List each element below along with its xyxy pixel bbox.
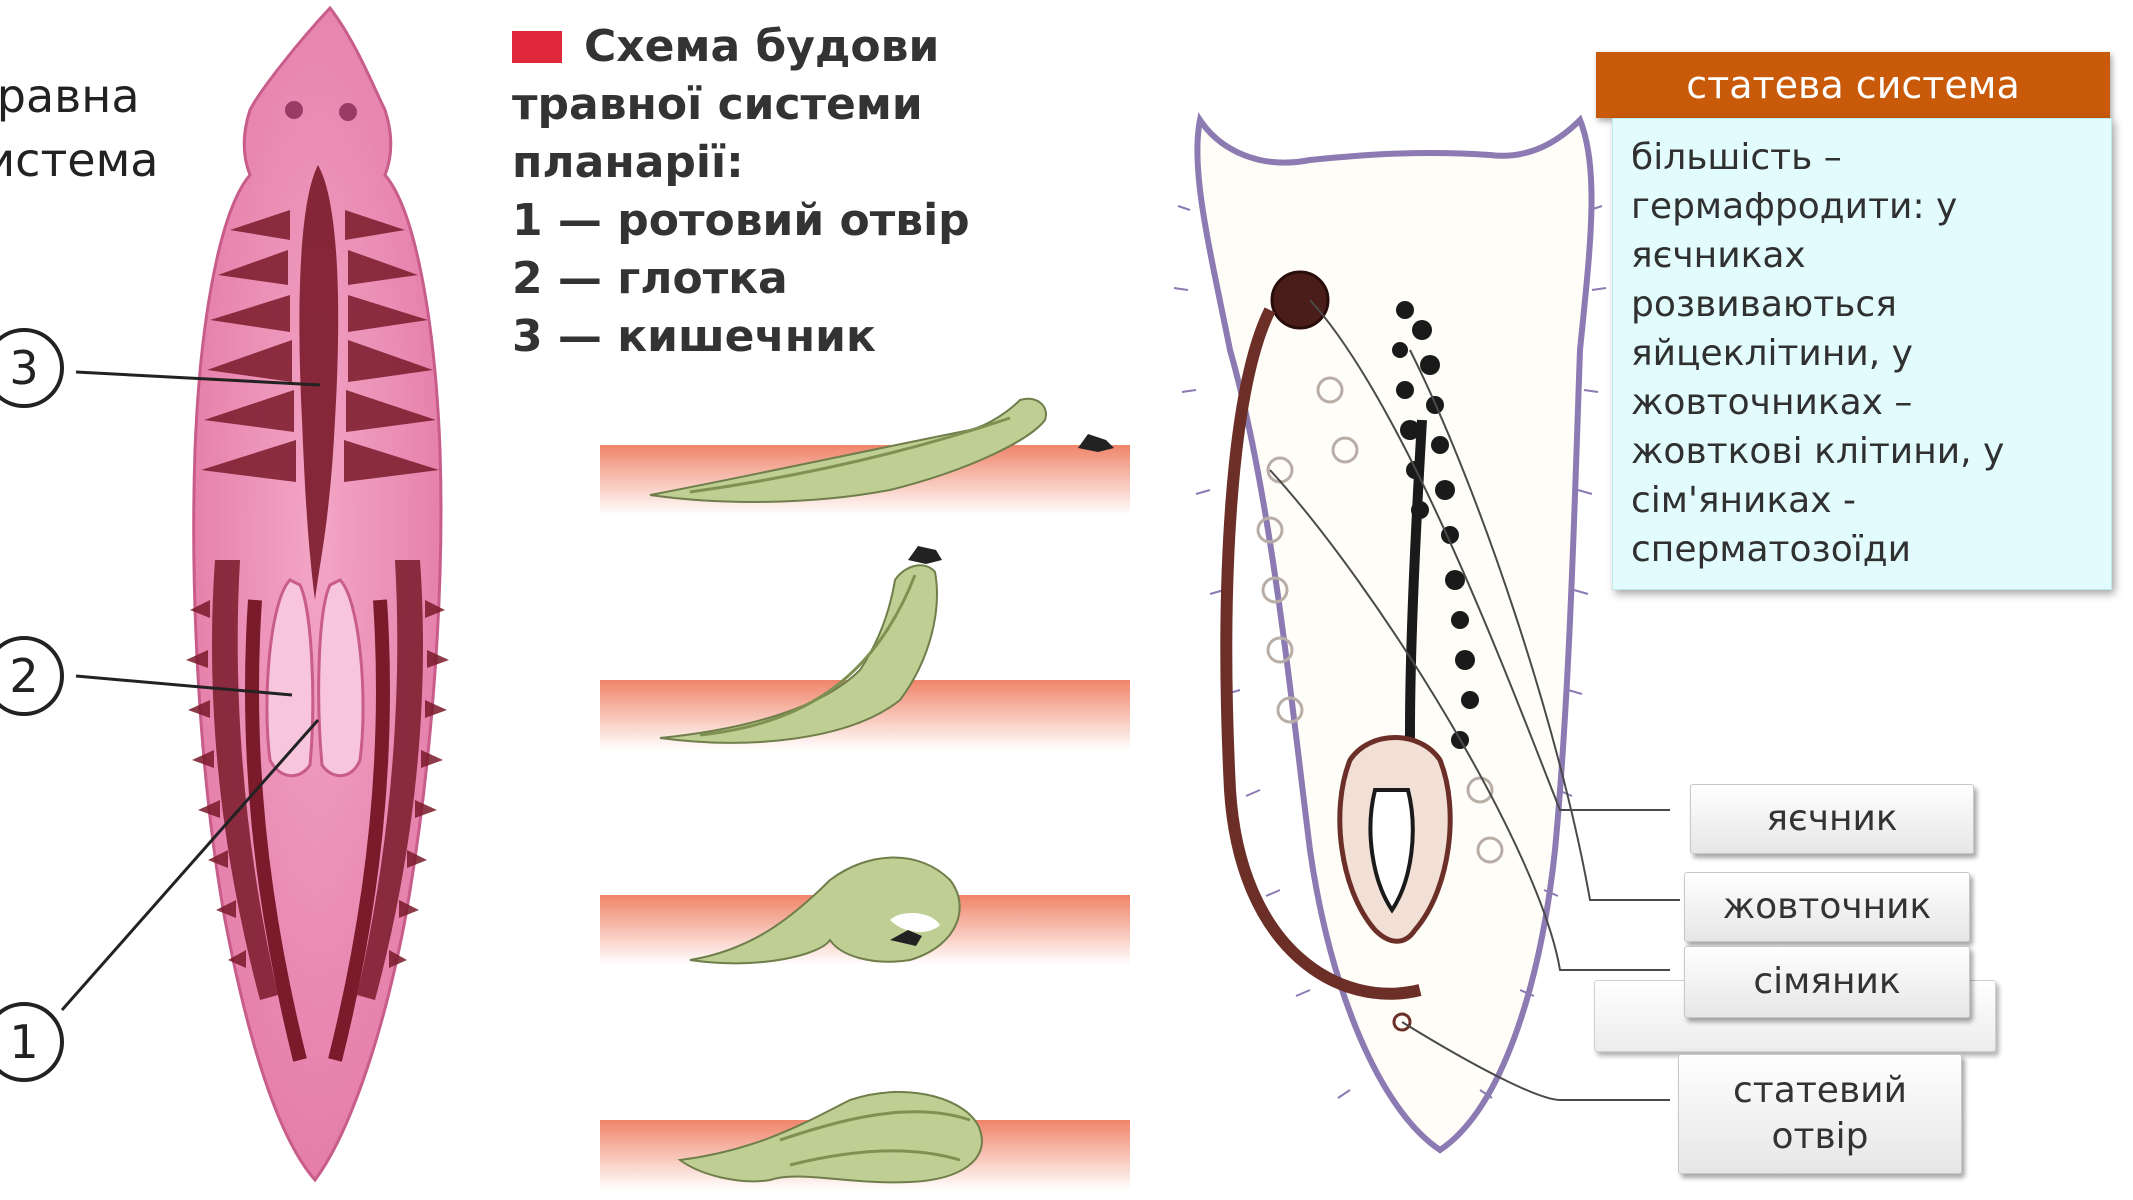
caption-item-3: 3 — кишечник	[512, 311, 876, 362]
testes	[1256, 376, 1504, 864]
caption-title-line3: планарії:	[512, 137, 744, 188]
eye-right	[339, 103, 357, 121]
label-testis: сімяник	[1684, 946, 1970, 1018]
intestine-branches	[201, 210, 439, 482]
penis	[1368, 788, 1415, 914]
label-ovary: яєчник	[1690, 784, 1974, 854]
caption-item-2: 2 — глотка	[512, 253, 788, 304]
info-line: сім'яниках -	[1631, 480, 1856, 521]
leader-lines	[1269, 299, 1680, 1101]
diagram-caption: Схема будови травної системи планарії: 1…	[512, 18, 1132, 366]
info-line: сперматозоїди	[1631, 529, 1912, 570]
feeding-frame-4	[600, 1091, 1130, 1190]
info-line: яєчниках	[1631, 235, 1806, 276]
info-line: жовткові клітини, у	[1631, 431, 2005, 472]
caption-title-line1: Схема будови	[584, 21, 940, 72]
left-title-line1: травна	[0, 69, 140, 123]
pharynx	[265, 578, 365, 778]
left-title: травна система	[0, 64, 200, 192]
caption-title-row: Схема будови	[512, 18, 1132, 76]
label-genital-pore-line1: статевий	[1733, 1070, 1907, 1111]
intestine-lateral-right	[357, 560, 449, 1000]
info-line: розвиваються	[1631, 284, 1897, 325]
leader-3	[75, 370, 321, 387]
repro-cilia	[1173, 205, 1607, 1099]
caption-title-line2: травної системи	[512, 79, 923, 130]
feeding-frame-1	[600, 397, 1130, 515]
caption-swatch	[512, 31, 562, 63]
leader-2	[75, 674, 293, 697]
info-line: більшість –	[1631, 137, 1842, 178]
info-line: яйцеклітини, у	[1631, 333, 1913, 374]
feeding-frame-3	[600, 856, 1130, 965]
callout-1: 1	[0, 1002, 64, 1082]
info-body: більшість – гермафродити: у яєчниках роз…	[1612, 118, 2112, 590]
caption-item-1: 1 — ротовий отвір	[512, 195, 970, 246]
label-yolk-gland: жовточник	[1684, 872, 1970, 942]
intestine-inner-right	[328, 599, 390, 1062]
left-title-line2: система	[0, 133, 159, 187]
info-line: жовточниках –	[1631, 382, 1913, 423]
ovary	[1270, 270, 1330, 330]
intestine-inner-left	[245, 599, 307, 1062]
info-line: гермафродити: у	[1631, 186, 1958, 227]
planarian-feeding-sequence	[600, 397, 1130, 1190]
eye-left	[285, 101, 303, 119]
label-genital-pore-line2: отвір	[1771, 1116, 1869, 1157]
planarian-reproductive-illustration	[1173, 112, 1680, 1154]
leader-1	[60, 719, 320, 1011]
label-genital-pore: статевий отвір	[1678, 1054, 1962, 1174]
feeding-frame-2	[600, 546, 1130, 750]
yolk-glands	[1392, 301, 1479, 749]
intestine-lateral-left	[186, 560, 278, 1000]
info-header: статева система	[1596, 52, 2110, 118]
callout-2: 2	[0, 636, 64, 716]
callout-3: 3	[0, 328, 64, 408]
planarian-digestive-illustration	[60, 5, 449, 1183]
oviduct	[1220, 307, 1422, 1000]
intestine-trunk	[299, 165, 339, 600]
genital-pore	[1392, 1012, 1412, 1032]
